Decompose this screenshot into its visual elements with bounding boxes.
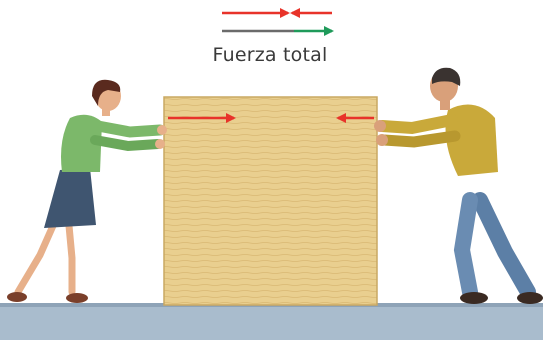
woman-figure — [7, 79, 167, 303]
man-figure — [374, 67, 543, 304]
force-legend — [222, 8, 334, 36]
wooden-box — [163, 96, 378, 306]
total-force-label: Fuerza total — [212, 44, 328, 66]
floor — [0, 303, 543, 340]
